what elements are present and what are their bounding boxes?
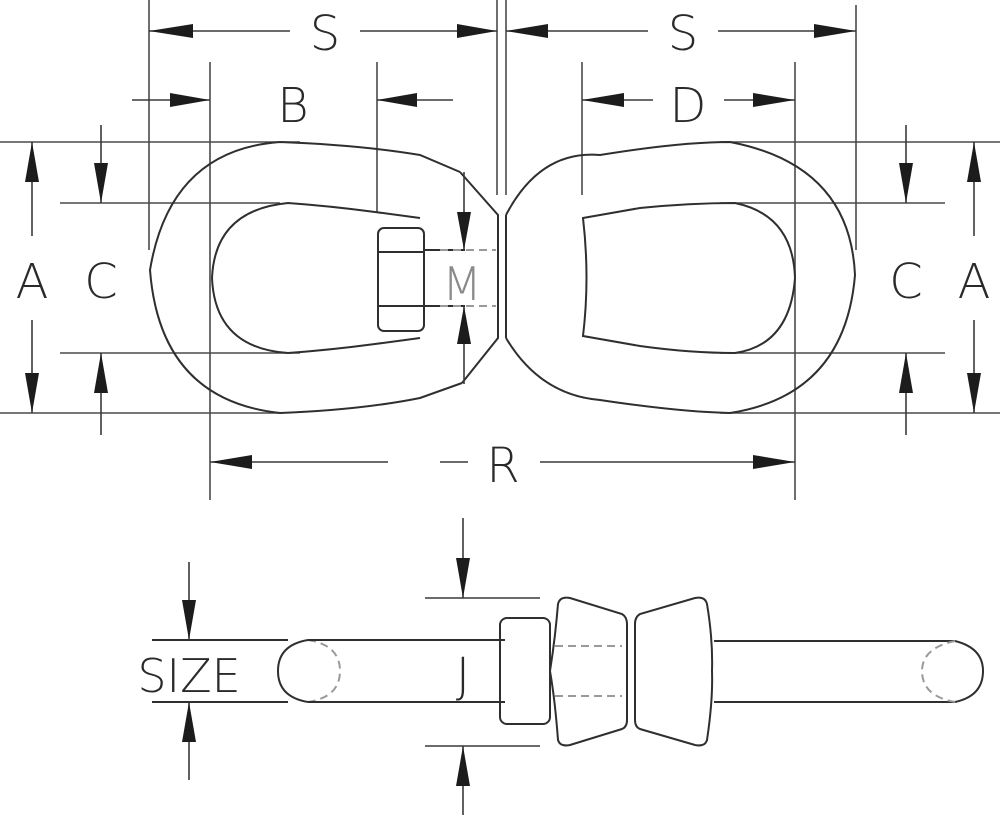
label-c-right: C (889, 254, 923, 310)
dim-a-left: A (16, 142, 49, 413)
label-s-right: S (668, 6, 698, 62)
top-view: S S B D (0, 0, 1000, 500)
side-nut (499, 617, 551, 725)
dim-d: D (582, 78, 795, 134)
left-eye-outer (148, 140, 463, 415)
dim-s-right: S (506, 6, 856, 62)
label-c-left: C (84, 254, 118, 310)
dim-c-right: C (889, 125, 923, 435)
label-j: J (456, 648, 470, 704)
dim-b: B (132, 78, 453, 134)
dim-size: SIZE (137, 562, 241, 780)
label-b: B (277, 78, 308, 134)
right-rod-end (954, 640, 985, 703)
right-eye-inner (581, 201, 797, 355)
label-r: R (486, 438, 519, 494)
right-swivel-body (634, 596, 714, 747)
label-a-left: A (16, 254, 49, 310)
dim-s-left: S (149, 6, 497, 62)
hex-nut (377, 227, 496, 332)
label-m: M (442, 257, 482, 311)
extension-lines-vertical (148, 0, 857, 500)
left-swivel-body (548, 596, 628, 747)
left-eye-inner (210, 201, 421, 355)
dim-c-left: C (84, 125, 118, 435)
label-s-left: S (310, 6, 340, 62)
side-view: SIZE J (137, 518, 985, 815)
dim-j: J (425, 518, 540, 815)
extension-lines-horizontal (0, 141, 1000, 414)
right-eye-outer (505, 140, 857, 415)
left-rod-end (276, 639, 309, 703)
label-d: D (670, 78, 707, 134)
dim-m: M (442, 172, 482, 384)
label-a-right: A (958, 254, 991, 310)
label-size: SIZE (137, 649, 240, 703)
dim-a-right: A (958, 142, 991, 413)
dim-r: R (210, 438, 795, 494)
center-waist (459, 171, 499, 384)
